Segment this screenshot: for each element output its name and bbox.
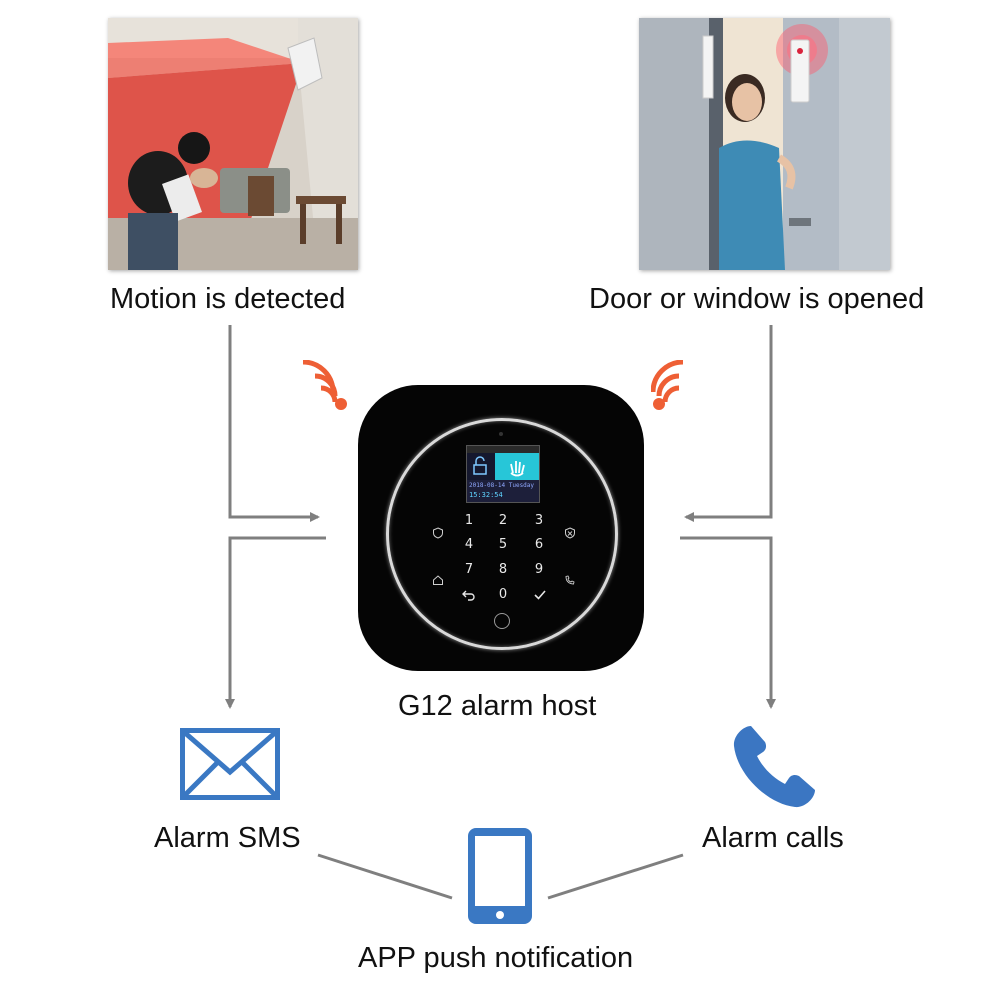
key-5[interactable]: 5 [498,537,508,552]
host-to-sms-arrow [225,536,326,709]
key-3[interactable]: 3 [534,513,544,528]
motion-to-host-arrow [228,325,320,522]
alarm-host-label: G12 alarm host [398,690,597,722]
key-7[interactable]: 7 [464,562,474,577]
disarm-shield-icon[interactable] [564,527,576,539]
screen-date: 2018-08-14 Tuesday [469,482,535,489]
key-9[interactable]: 9 [534,562,544,577]
key-1[interactable]: 1 [464,513,474,528]
back-arrow-icon[interactable] [462,588,476,602]
key-8[interactable]: 8 [498,562,508,577]
arm-shield-icon[interactable] [432,527,444,539]
key-4[interactable]: 4 [464,537,474,552]
motion-detected-photo [108,18,358,270]
wireless-signal-icon-left [302,360,347,410]
screen-lock-tile [467,453,495,480]
door-opened-photo [639,18,890,270]
screen-time: 15:32:54 [469,491,503,499]
calls-to-app-line [547,853,684,900]
hand-icon [510,461,525,477]
app-push-label: APP push notification [358,942,634,974]
door-to-host-arrow [684,325,773,522]
g12-alarm-host: 2018-08-14 Tuesday 15:32:54 1 2 3 4 5 6 … [358,385,644,671]
key-6[interactable]: 6 [534,537,544,552]
home-arm-icon[interactable] [432,574,444,586]
motion-detected-label: Motion is detected [110,283,346,315]
sos-call-icon[interactable] [564,574,576,586]
fingerprint-button[interactable] [494,613,510,629]
key-2[interactable]: 2 [498,513,508,528]
envelope-icon [180,728,280,800]
phone-handset-icon [733,726,815,808]
screen-status-bar [467,446,539,453]
key-0[interactable]: 0 [498,587,508,602]
camera-dot [499,432,503,436]
confirm-check-icon[interactable] [533,588,547,602]
device-ring [386,418,618,650]
wireless-signal-icon-right [651,360,684,410]
screen-disarm-tile [495,453,539,480]
device-screen: 2018-08-14 Tuesday 15:32:54 [466,445,540,503]
unlock-icon [473,456,487,475]
host-to-calls-arrow [680,536,776,709]
door-opened-label: Door or window is opened [589,283,925,315]
sms-to-app-line [317,853,453,900]
alarm-sms-label: Alarm SMS [154,822,301,854]
alarm-calls-label: Alarm calls [702,822,844,854]
smartphone-icon [468,828,532,924]
